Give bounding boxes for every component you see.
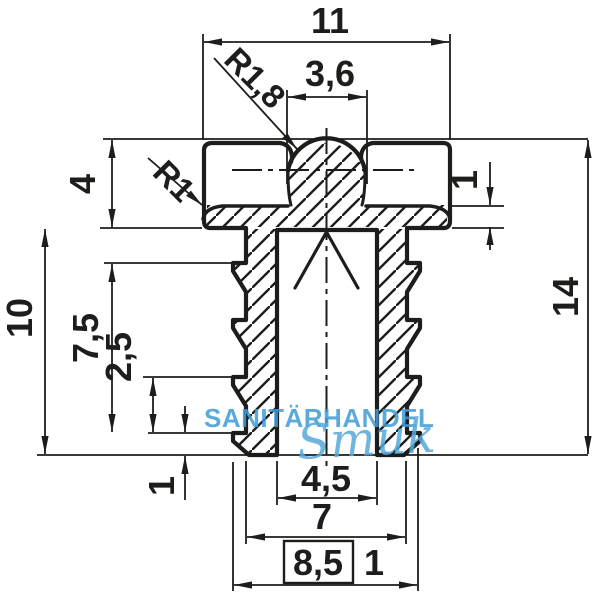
dim-overall-height: 14	[545, 277, 586, 317]
centerlines	[232, 128, 420, 470]
watermark-line2: Smuk	[296, 408, 437, 471]
boxed-dimension-frame	[282, 539, 355, 585]
dimension-texts: 11 3,6 R1,8 R1 4 1 10 7,5 2,5 1 14 4,5 7…	[0, 0, 586, 583]
dim-bore-diameter: 4,5	[301, 458, 351, 499]
dim-rib-suffix: 1	[364, 542, 384, 583]
cup-floor-line-left	[201, 204, 290, 221]
section-hatching	[207, 143, 447, 454]
dim-dome-width: 3,6	[305, 53, 355, 94]
dim-head-width: 11	[311, 0, 349, 41]
dome-base-left	[286, 171, 293, 207]
leader-fillet-radius	[147, 157, 203, 206]
dim-shank-length: 10	[0, 298, 40, 338]
dome-base-right	[360, 171, 367, 207]
extension-lines	[37, 34, 588, 591]
dimension-lines	[41, 38, 592, 589]
dim-head-height: 4	[62, 174, 103, 194]
dim-tip-length: 1	[141, 476, 182, 496]
dim-fillet-radius: R1	[146, 153, 202, 209]
watermark-line1: SANITÄRHANDEL	[204, 403, 434, 433]
watermark: SANITÄRHANDEL Smuk	[204, 403, 437, 471]
leader-dome-radius	[213, 57, 298, 150]
cup-floor-line-right	[364, 204, 452, 221]
hatch-shank-wall-left	[234, 229, 276, 454]
dim-rib-zone: 7,5	[65, 313, 106, 363]
dim-rib-pitch: 2,5	[98, 332, 139, 382]
dim-core-diameter: 7	[312, 496, 332, 537]
dim-rib-diameter: 8,5	[293, 542, 343, 583]
dim-floor-thickness: 1	[444, 170, 485, 190]
